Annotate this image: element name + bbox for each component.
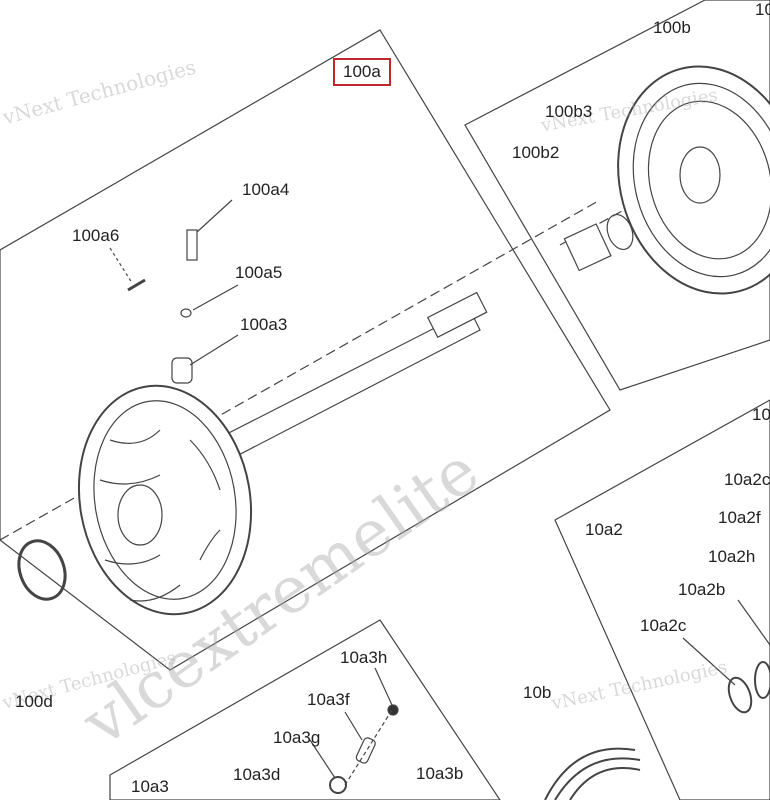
panel-100b xyxy=(464,0,770,391)
label-10a2b: 10a2b xyxy=(678,580,726,599)
label-100a6: 100a6 xyxy=(72,226,120,245)
label-10a3g: 10a3g xyxy=(273,728,321,747)
label-10a3b: 10a3b xyxy=(416,764,464,783)
panel-10a2 xyxy=(554,399,770,800)
label-100a: 100a xyxy=(333,58,391,86)
label-100b2: 100b2 xyxy=(512,143,560,162)
label-10a3d: 10a3d xyxy=(233,765,281,784)
label-100d: 100d xyxy=(15,692,53,711)
panel-100a xyxy=(0,29,611,671)
ring-left xyxy=(17,539,67,601)
label-10a2h: 10a2h xyxy=(708,547,756,566)
label-100a4: 100a4 xyxy=(242,180,290,199)
label-100b: 100b xyxy=(653,18,691,37)
label-10a2f: 10a2f xyxy=(718,508,761,527)
label-10a3f: 10a3f xyxy=(307,690,350,709)
label-10b: 10b xyxy=(523,683,552,702)
label-10a2c: 10a2c xyxy=(640,616,687,635)
label-10a2: 10a2 xyxy=(585,520,623,539)
label-100b3: 100b3 xyxy=(545,102,593,121)
label-100a5: 100a5 xyxy=(235,263,283,282)
label-10a3: 10a3 xyxy=(131,777,169,796)
label-10a3h: 10a3h xyxy=(340,648,388,667)
panel-10a3 xyxy=(109,619,501,800)
label-100a3: 100a3 xyxy=(240,315,288,334)
label-10a2c-top: 10a2c xyxy=(724,470,770,489)
label-10-right: 10( xyxy=(752,405,770,424)
label-10-top: 10 xyxy=(755,0,770,19)
